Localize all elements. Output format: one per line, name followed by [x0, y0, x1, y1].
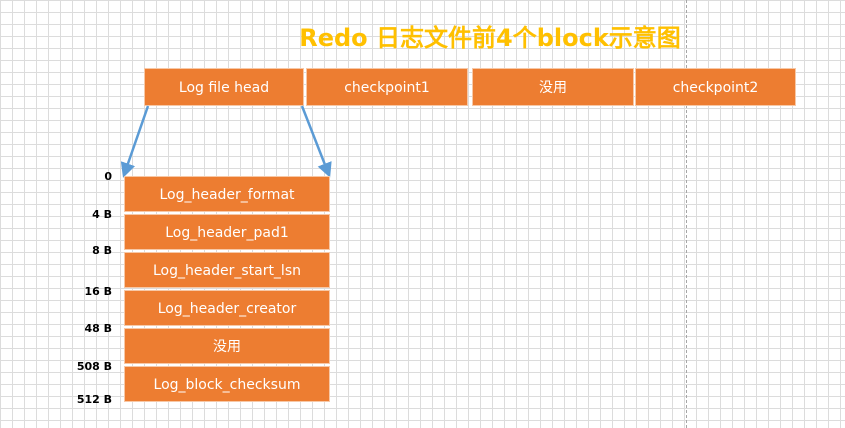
offset-label: 0: [104, 170, 112, 183]
field-log-header-pad1: Log_header_pad1: [124, 214, 330, 250]
offset-label: 508 B: [76, 360, 112, 373]
field-log-block-checksum: Log_block_checksum: [124, 366, 330, 402]
field-log-header-start-lsn: Log_header_start_lsn: [124, 252, 330, 288]
vertical-dashed-divider: [686, 0, 687, 428]
left-arrow: [120, 105, 150, 178]
offset-label: 4 B: [92, 208, 112, 221]
offset-label: 512 B: [76, 393, 112, 406]
diagram-title: Redo 日志文件前4个block示意图: [299, 24, 681, 52]
block-checkpoint2: checkpoint2: [635, 68, 796, 106]
right-arrow: [300, 105, 332, 178]
field-log-header-creator: Log_header_creator: [124, 290, 330, 326]
block-unused: 没用: [472, 68, 634, 106]
field-log-header-format: Log_header_format: [124, 176, 330, 212]
offset-label: 16 B: [84, 285, 112, 298]
field-unused: 没用: [124, 328, 330, 364]
offset-label: 8 B: [92, 244, 112, 257]
block-log-file-head: Log file head: [144, 68, 304, 106]
block-checkpoint1: checkpoint1: [306, 68, 468, 106]
offset-label: 48 B: [84, 322, 112, 335]
